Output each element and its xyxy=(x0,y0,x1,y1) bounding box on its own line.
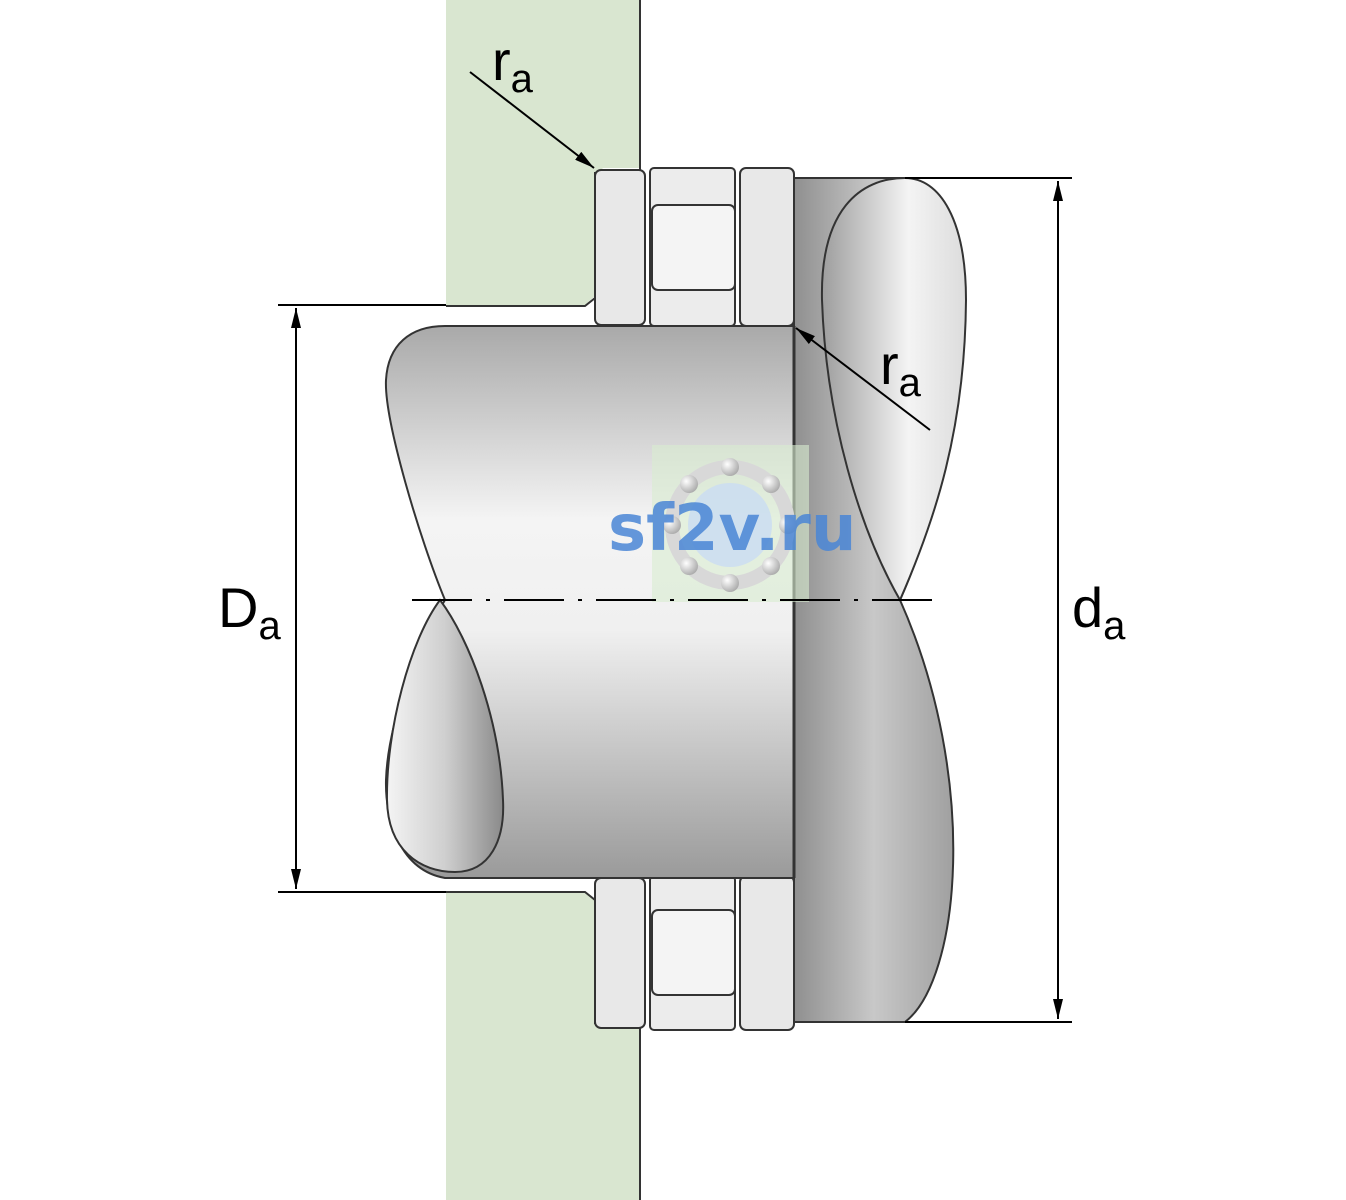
label-da-sub: a xyxy=(1103,604,1126,648)
label-ra-right-main: r xyxy=(880,333,899,396)
shaft-washer-bottom xyxy=(739,875,795,1031)
label-ra-right: ra xyxy=(880,333,922,405)
bearing-top xyxy=(594,167,795,327)
shaft-washer-top xyxy=(739,167,795,327)
roller-bottom xyxy=(651,909,736,996)
label-Da: Da xyxy=(218,576,281,648)
label-ra-top-sub: a xyxy=(511,57,534,101)
watermark-balls xyxy=(663,458,797,592)
watermark-text: sf2v.ru xyxy=(608,492,856,566)
leader-ra-right: ra xyxy=(795,327,931,431)
label-Da-main: D xyxy=(218,576,258,639)
roller-top xyxy=(651,204,736,291)
dimension-Da: Da xyxy=(218,304,446,893)
housing-washer-top xyxy=(594,169,646,326)
dimension-da: da xyxy=(905,177,1126,1023)
shaft-section-bottom xyxy=(385,598,505,874)
label-ra-top-main: r xyxy=(492,29,511,92)
label-da-main: d xyxy=(1072,576,1103,639)
label-ra-top: ra xyxy=(492,29,534,101)
bearing-bottom xyxy=(594,875,795,1031)
housing-washer-bottom xyxy=(594,877,646,1029)
watermark: sf2v.ru xyxy=(608,445,856,602)
label-ra-right-sub: a xyxy=(899,361,922,405)
leader-ra-top: ra xyxy=(469,29,595,169)
label-Da-sub: a xyxy=(258,604,281,648)
label-da: da xyxy=(1072,576,1126,648)
